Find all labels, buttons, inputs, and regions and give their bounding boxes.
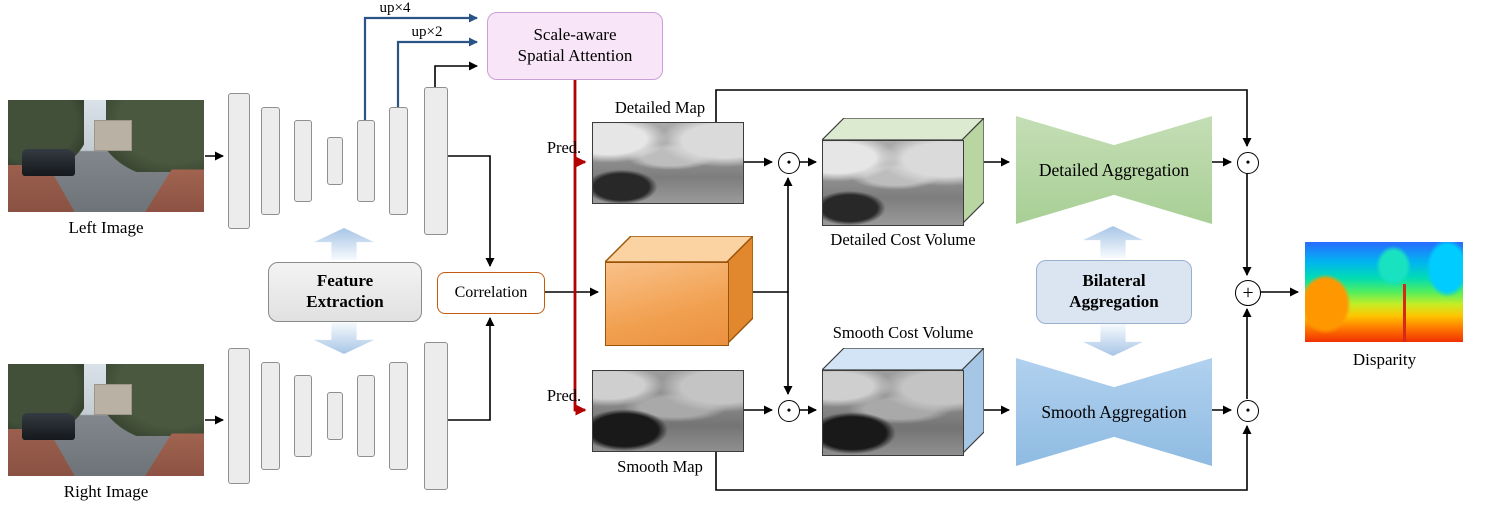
multiply-symbol: •: [1245, 402, 1251, 417]
feature-extraction-box: Feature Extraction: [268, 262, 422, 322]
detailed-aggregation-label: Detailed Aggregation: [1038, 159, 1190, 180]
cube-faces: [821, 117, 985, 225]
feature-extraction-label-line2: Extraction: [306, 292, 384, 311]
arrow-cost-volume-to-detailed-multiply: [753, 177, 793, 293]
feature-bar: [389, 362, 408, 470]
detailed-cost-volume-label: Detailed Cost Volume: [830, 230, 976, 249]
scale-aware-attention-box: Scale-aware Spatial Attention: [487, 12, 663, 80]
detailed-cost-volume-cube: [821, 117, 985, 226]
smooth-cost-volume-front: [822, 370, 964, 456]
elementwise-multiply-icon: •: [1237, 400, 1259, 422]
feature-bar: [357, 120, 375, 202]
elementwise-multiply-icon: •: [1237, 152, 1259, 174]
arrow-up4-to-attention: [363, 13, 478, 121]
bilateral-aggregation-box: Bilateral Aggregation: [1036, 260, 1192, 324]
up2-label: up×2: [411, 24, 443, 40]
feature-bar: [228, 93, 250, 229]
feature-bar: [327, 392, 343, 440]
add-symbol: +: [1242, 281, 1254, 304]
bilateral-label-line1: Bilateral: [1082, 271, 1146, 291]
correlation-cost-volume-cube: [604, 235, 754, 346]
feature-bar: [424, 87, 448, 235]
arrow-pred-smooth: [573, 78, 587, 416]
multiply-symbol: •: [1245, 154, 1251, 169]
correlation-box: Correlation: [437, 272, 545, 314]
photo-sidewalk-right: [145, 169, 204, 212]
disparity-map-image: [1305, 242, 1463, 342]
skip-smooth-map-to-output-multiply: [715, 425, 1252, 491]
feature-bar: [261, 362, 280, 470]
arrow-up2-to-attention: [396, 37, 478, 108]
photo-building: [94, 384, 132, 416]
smooth-aggregation-label: Smooth Aggregation: [1041, 401, 1187, 422]
correlation-label: Correlation: [454, 284, 528, 302]
skip-detailed-map-to-output-multiply: [715, 89, 1252, 147]
feature-bar: [294, 120, 312, 202]
cube-faces: [604, 235, 754, 345]
cube-front-face: [605, 262, 729, 346]
bilateral-label-line2: Aggregation: [1069, 292, 1159, 311]
elementwise-multiply-icon: •: [778, 400, 800, 422]
smooth-cost-volume-cube: [821, 347, 985, 456]
left-image-photo: [8, 100, 204, 212]
feature-bar: [357, 375, 375, 457]
feature-bar: [327, 137, 343, 185]
photo-car: [21, 149, 75, 177]
pred-label-detailed: Pred.: [546, 138, 582, 157]
arrow-bottom-encoder-to-correlation: [446, 317, 495, 421]
disparity-label: Disparity: [1352, 350, 1417, 369]
cube-faces: [821, 347, 985, 455]
arrow-top-encoder-to-correlation: [446, 155, 495, 267]
feature-extraction-label-line1: Feature: [316, 271, 374, 291]
multiply-symbol: •: [786, 154, 792, 169]
feature-bar: [294, 375, 312, 457]
disparity-pole: [1402, 284, 1406, 342]
detailed-map-image: [592, 122, 744, 204]
attention-label-line1: Scale-aware: [533, 25, 617, 45]
feature-bar: [389, 107, 408, 215]
detailed-cost-volume-front: [822, 140, 964, 226]
feature-bar: [424, 342, 448, 490]
feature-bar: [261, 107, 280, 215]
feature-bar: [228, 348, 250, 484]
right-image-photo: [8, 364, 204, 476]
photo-building: [94, 120, 132, 152]
elementwise-add-icon: +: [1235, 280, 1261, 306]
pred-label-smooth: Pred.: [546, 386, 582, 405]
elementwise-multiply-icon: •: [778, 152, 800, 174]
photo-sidewalk-right: [145, 433, 204, 476]
attention-label-line2: Spatial Attention: [517, 46, 633, 65]
left-image-label: Left Image: [68, 218, 144, 237]
detailed-map-label: Detailed Map: [614, 98, 706, 117]
photo-car: [21, 413, 75, 441]
smooth-map-image: [592, 370, 744, 452]
arrow-feature-to-attention: [434, 61, 478, 88]
right-image-label: Right Image: [63, 482, 149, 501]
up4-label: up×4: [379, 0, 411, 16]
smooth-map-label: Smooth Map: [617, 457, 703, 476]
smooth-cost-volume-label: Smooth Cost Volume: [832, 323, 974, 342]
multiply-symbol: •: [786, 402, 792, 417]
